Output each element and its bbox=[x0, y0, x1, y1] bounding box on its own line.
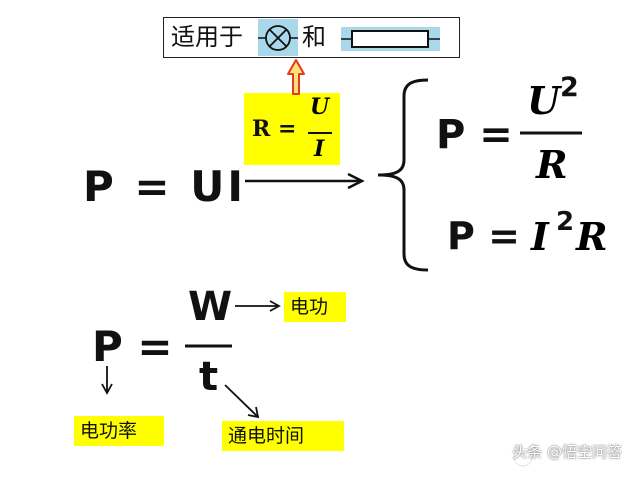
power-formula-lhs: P = bbox=[92, 322, 173, 371]
resistance-formula-numerator: U bbox=[310, 94, 330, 120]
applicability-conjunction: 和 bbox=[302, 23, 326, 51]
resistance-formula-lhs: R = bbox=[252, 116, 297, 142]
derived-formula-2-current: I bbox=[531, 214, 549, 259]
applicability-prefix: 适用于 bbox=[171, 23, 243, 51]
derived-formula-1-lhs: P = bbox=[436, 112, 513, 158]
time-label: 通电时间 bbox=[222, 421, 344, 451]
resistor-icon bbox=[341, 30, 440, 48]
work-label: 电功 bbox=[284, 292, 346, 322]
resistance-formula-box bbox=[244, 93, 340, 165]
derived-formula-2-exponent: 2 bbox=[556, 207, 575, 237]
derived-formula-2-resistance: R bbox=[576, 214, 608, 259]
power-formula-numerator: W bbox=[188, 284, 233, 330]
power-formula-denominator: t bbox=[199, 354, 219, 400]
right-arrow-icon bbox=[245, 172, 365, 190]
time-arrow-icon bbox=[224, 384, 260, 419]
derived-formula-1-numerator: U bbox=[527, 78, 561, 123]
derived-formula-2-lhs: P = bbox=[447, 214, 520, 258]
watermark-logo-icon bbox=[513, 447, 533, 467]
main-formula: P = UI bbox=[83, 162, 246, 211]
work-arrow-icon bbox=[235, 300, 281, 312]
brace-icon bbox=[377, 78, 429, 272]
derived-formula-1-exponent: 2 bbox=[560, 72, 579, 103]
up-arrow-icon bbox=[287, 59, 305, 95]
resistance-formula-denominator: I bbox=[314, 136, 325, 162]
derived-formula-1-denominator: R bbox=[536, 142, 568, 187]
lamp-icon bbox=[258, 25, 298, 51]
power-label: 电功率 bbox=[74, 416, 164, 446]
power-arrow-icon bbox=[101, 366, 113, 395]
watermark: 头条 @悟空问答 bbox=[512, 443, 622, 461]
